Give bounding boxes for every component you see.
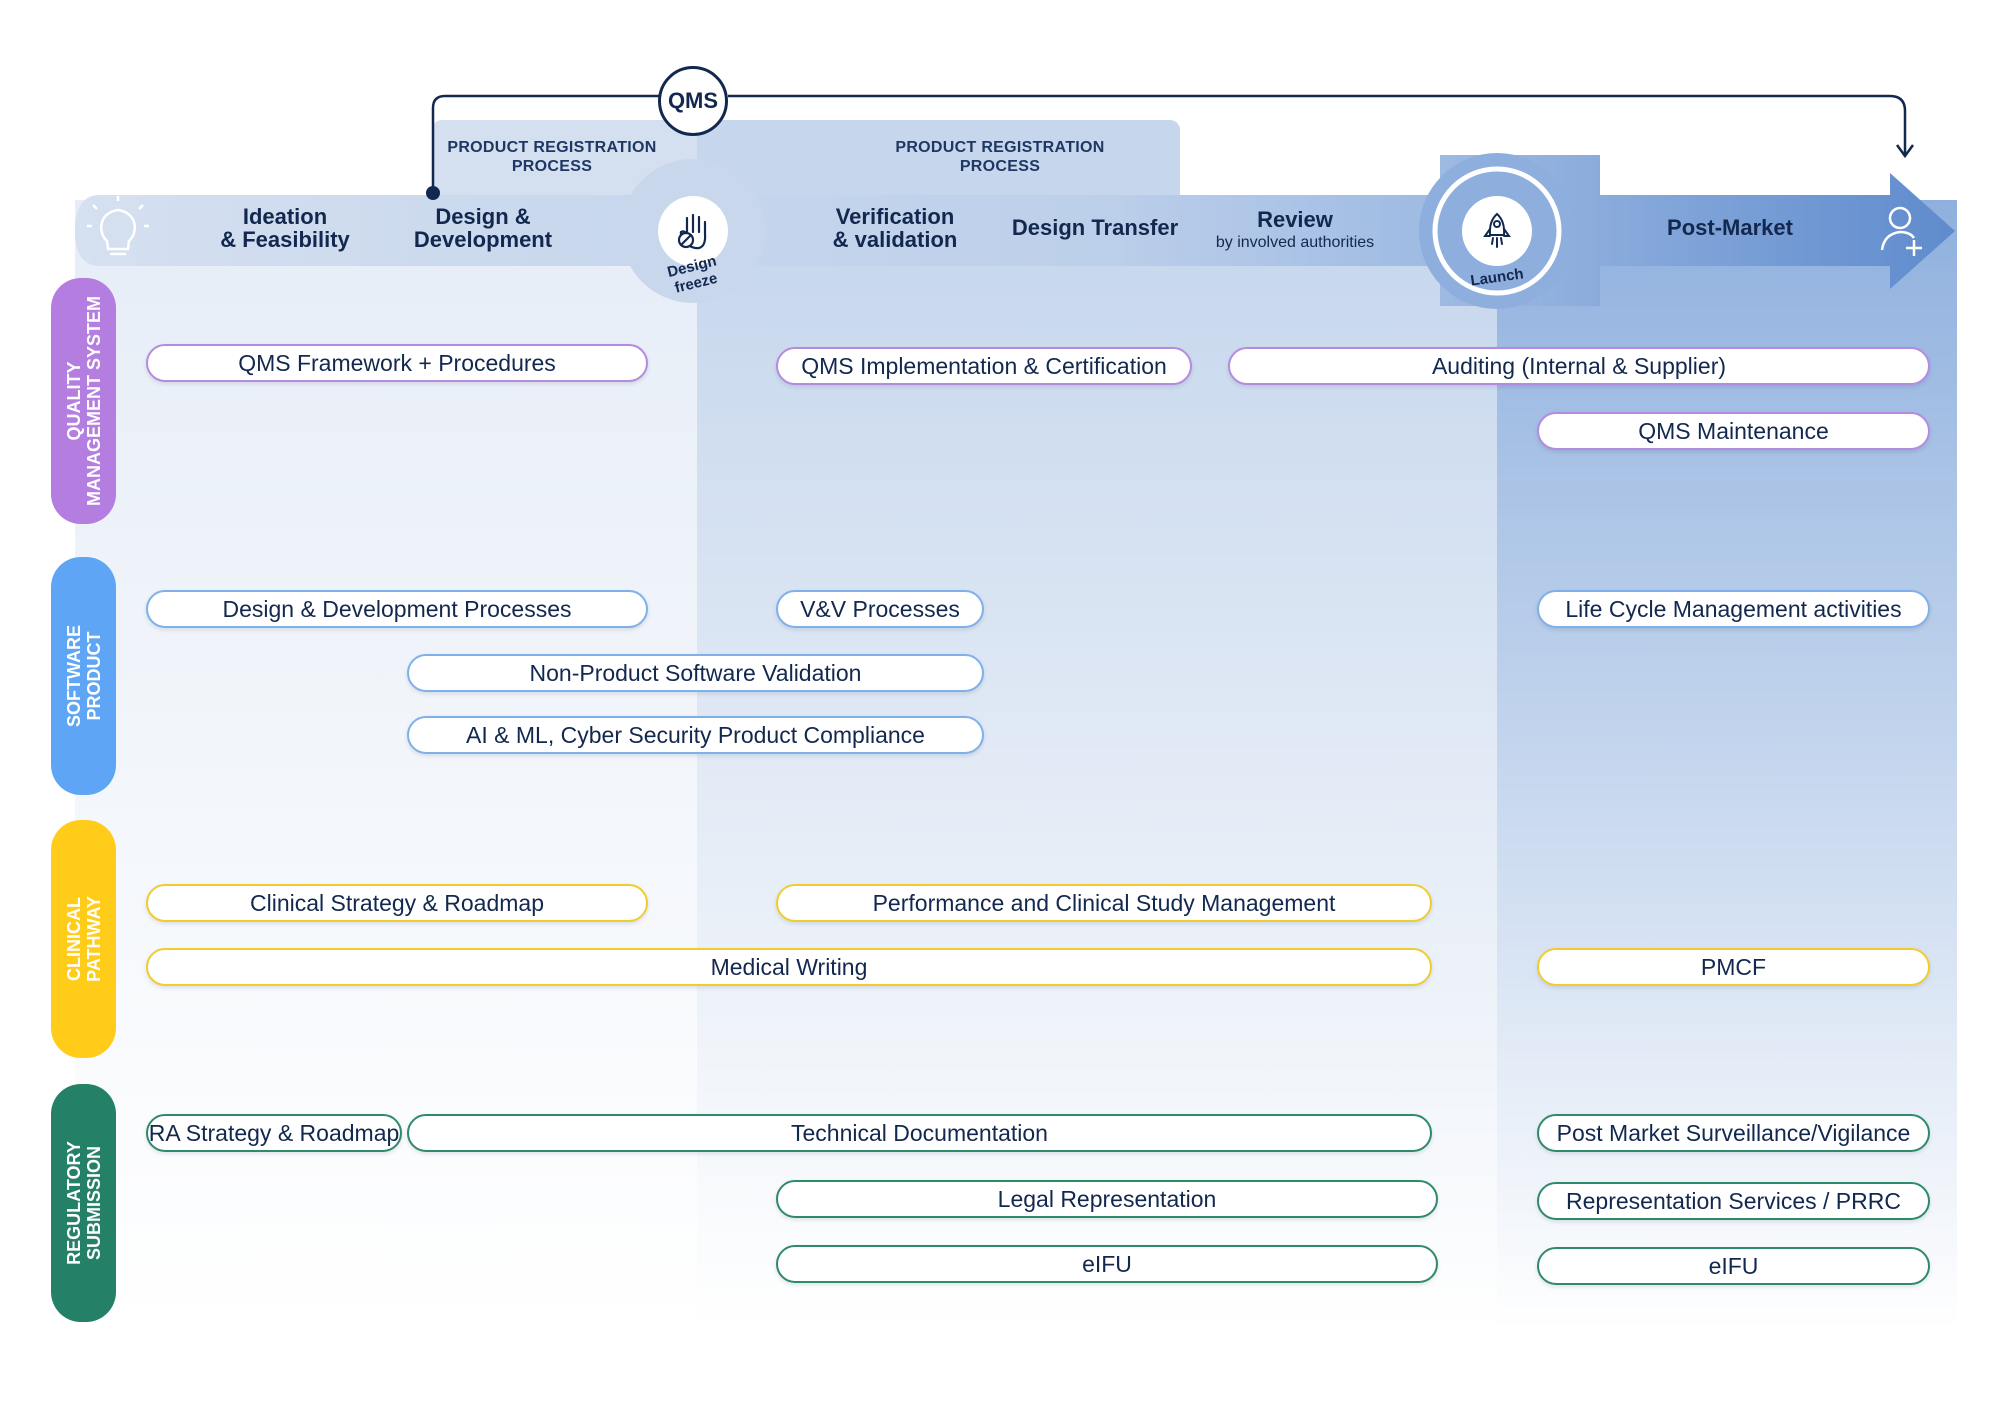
prp-line2: PROCESS	[511, 158, 593, 175]
pill-ra-pms: Post Market Surveillance/Vigilance	[1537, 1114, 1930, 1152]
pill-ra-eifu: eIFU	[776, 1245, 1438, 1283]
stage-line1: Ideation	[242, 204, 328, 229]
qms-arrowhead	[1895, 144, 1915, 159]
product-registration-label-1: PRODUCT REGISTRATION PROCESS	[432, 138, 672, 176]
prp-line2: PROCESS	[959, 158, 1041, 175]
pill-ra-eifu-postmarket: eIFU	[1537, 1247, 1930, 1285]
pill-qms-framework: QMS Framework + Procedures	[146, 344, 648, 382]
pill-ra-tech-doc: Technical Documentation	[407, 1114, 1432, 1152]
pill-cl-writing: Medical Writing	[146, 948, 1432, 986]
pill-sw-lifecycle: Life Cycle Management activities	[1537, 590, 1930, 628]
qms-connector-left	[431, 94, 662, 193]
qms-connector-right	[728, 94, 1907, 155]
category-line2: MANAGEMENT SYSTEM	[83, 295, 104, 507]
category-line2: PATHWAY	[83, 896, 104, 982]
pill-cl-pmcf: PMCF	[1537, 948, 1930, 986]
pill-sw-vv: V&V Processes	[776, 590, 984, 628]
stage-line2: & validation	[832, 227, 958, 252]
stage-line1: Design &	[435, 204, 531, 229]
prp-line1: PRODUCT REGISTRATION	[895, 139, 1105, 156]
pill-ra-legal: Legal Representation	[776, 1180, 1438, 1218]
stage-line1: Design Transfer	[1011, 215, 1179, 240]
category-line1: SOFTWARE	[63, 625, 84, 727]
lightbulb-icon	[87, 196, 149, 256]
pill-sw-design-development: Design & Development Processes	[146, 590, 648, 628]
stage-line1: Post-Market	[1667, 215, 1793, 240]
hand-stop-icon	[677, 213, 707, 250]
category-line2: SUBMISSION	[83, 1145, 104, 1261]
category-line1: CLINICAL	[63, 897, 84, 981]
stage-line1: Verification	[835, 204, 955, 229]
category-line2: PRODUCT	[83, 631, 104, 721]
design-freeze-milestone	[658, 196, 728, 266]
launch-milestone	[1462, 196, 1532, 266]
stage-review: Review by involved authorities	[1195, 208, 1395, 254]
pill-qms-auditing: Auditing (Internal & Supplier)	[1228, 347, 1930, 385]
pill-qms-implementation: QMS Implementation & Certification	[776, 347, 1192, 385]
qms-badge: QMS	[658, 66, 728, 136]
user-add-icon	[1880, 206, 1922, 256]
stage-line2: & Feasibility	[220, 227, 350, 252]
qms-start-dot	[426, 186, 440, 200]
pill-ra-rep-services: Representation Services / PRRC	[1537, 1182, 1930, 1220]
pill-qms-maintenance: QMS Maintenance	[1537, 412, 1930, 450]
stage-ideation: Ideation & Feasibility	[200, 205, 370, 251]
category-line1: QUALITY	[63, 361, 84, 441]
stage-line2: Development	[413, 227, 553, 252]
prp-line1: PRODUCT REGISTRATION	[447, 139, 657, 156]
rocket-icon	[1483, 212, 1511, 248]
pill-sw-ai-ml: AI & ML, Cyber Security Product Complian…	[407, 716, 984, 754]
pill-cl-strategy: Clinical Strategy & Roadmap	[146, 884, 648, 922]
stage-design-development: Design & Development	[398, 205, 568, 251]
stage-design-transfer: Design Transfer	[1005, 216, 1185, 239]
stage-line1: Review	[1257, 207, 1333, 232]
stage-post-market: Post-Market	[1640, 216, 1820, 239]
pill-cl-performance: Performance and Clinical Study Managemen…	[776, 884, 1432, 922]
category-line1: REGULATORY	[63, 1141, 84, 1265]
pill-ra-strategy: RA Strategy & Roadmap	[146, 1114, 402, 1152]
stage-sub: by involved authorities	[1215, 234, 1375, 251]
product-registration-label-2: PRODUCT REGISTRATION PROCESS	[880, 138, 1120, 176]
pill-sw-non-product: Non-Product Software Validation	[407, 654, 984, 692]
stage-verification-validation: Verification & validation	[810, 205, 980, 251]
